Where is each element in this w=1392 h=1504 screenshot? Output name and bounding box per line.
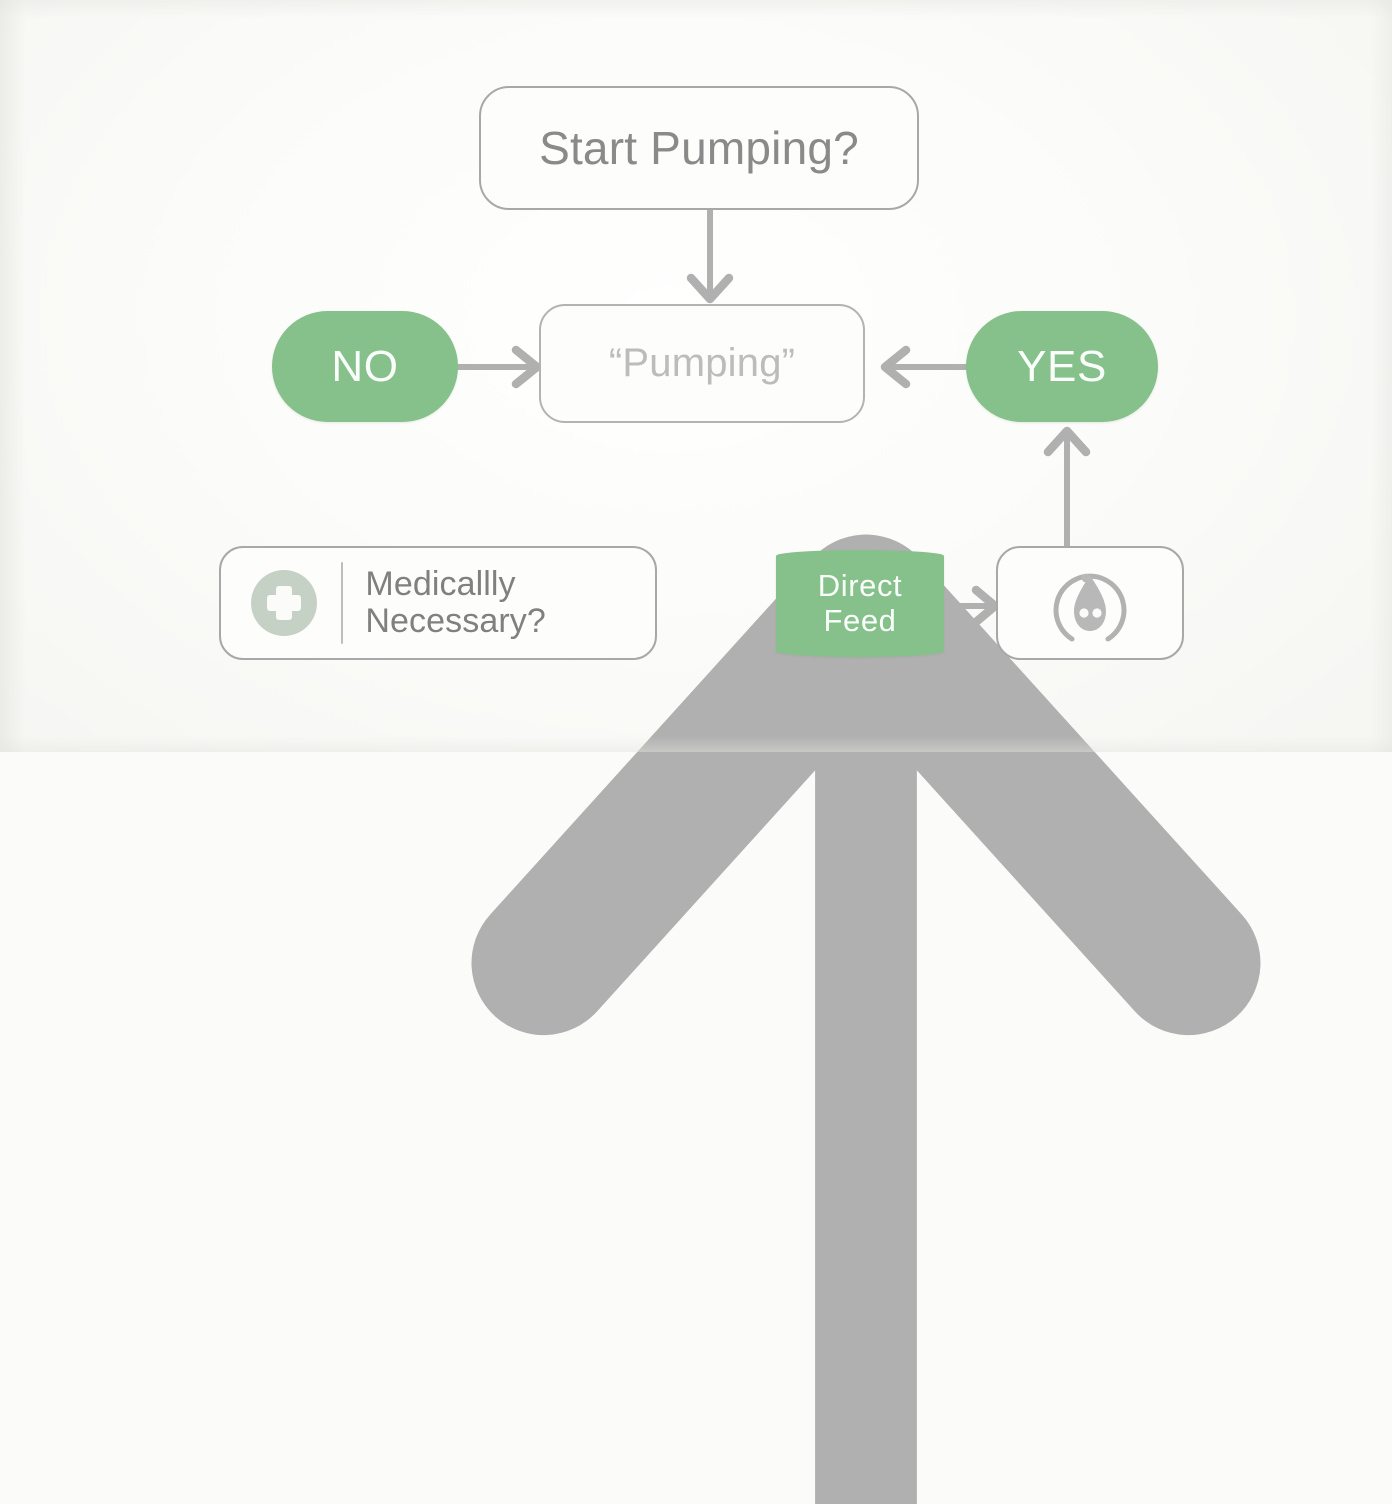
node-pumping-label: “Pumping” [608,341,796,385]
edge-no-to-pumping [449,345,542,389]
edge-yes-to-pumping [880,345,977,389]
node-bottle-feed[interactable] [996,546,1184,660]
card-divider [341,562,344,644]
node-start-pumping-label: Start Pumping? [539,122,859,174]
node-pumping[interactable]: “Pumping” [539,304,865,423]
direct-feed-line-1: Direct [817,567,903,603]
edge-start-to-pumping [686,203,734,304]
node-direct-feed[interactable]: Direct Feed [776,550,944,657]
node-no[interactable]: NO [272,311,458,422]
medical-line-2: Necessary? [365,602,546,640]
node-no-label: NO [331,341,399,391]
direct-feed-line-2: Feed [823,602,897,638]
medical-line-1: Medicallly [365,565,516,604]
node-yes-label: YES [1017,341,1107,391]
node-medically-necessary[interactable]: Medicallly Necessary? [219,546,657,660]
edge-bottle-to-yes [1043,426,1091,555]
node-start-pumping[interactable]: Start Pumping? [479,86,919,210]
medical-cross-icon [251,570,317,636]
node-yes[interactable]: YES [966,311,1158,422]
node-medically-necessary-label: Medicallly Necessary? [365,566,546,639]
diagram-canvas: Start Pumping? “Pumping” NO YES Medicall… [0,0,1392,752]
milk-droplet-icon [1053,573,1127,642]
